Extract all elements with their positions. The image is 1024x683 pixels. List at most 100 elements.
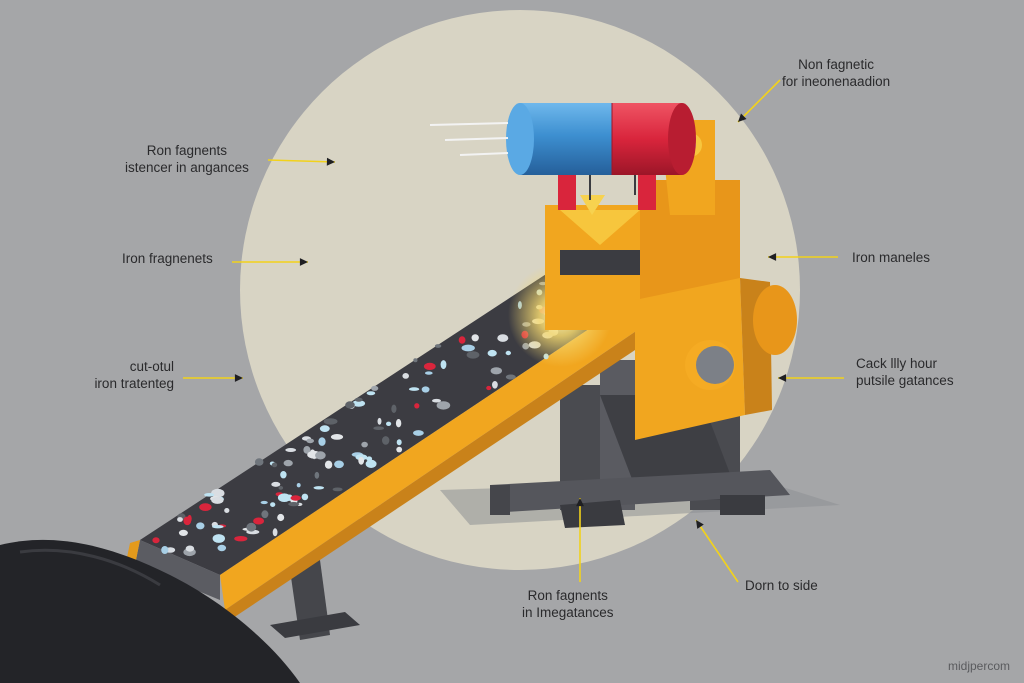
- material-particle: [486, 385, 492, 391]
- material-particle: [196, 522, 205, 530]
- material-particle: [505, 374, 516, 380]
- material-particle: [296, 483, 301, 488]
- material-particle: [396, 446, 403, 453]
- material-particle: [396, 439, 402, 446]
- material-particle: [313, 486, 325, 490]
- material-particle: [315, 451, 326, 460]
- annotation-arrow: [737, 79, 781, 123]
- label-line: in Imegatances: [522, 605, 614, 620]
- machine-frame: [490, 360, 790, 528]
- material-particle: [434, 344, 442, 348]
- material-particle: [365, 459, 377, 468]
- arrow-head: [696, 520, 704, 529]
- material-particle: [324, 460, 333, 469]
- coal-heap: [0, 539, 300, 683]
- motion-line: [429, 122, 509, 126]
- coal-heap-highlight: [19, 548, 161, 587]
- material-particle: [436, 401, 451, 410]
- material-particle: [461, 344, 475, 352]
- material-particle: [204, 493, 215, 497]
- label-line: Cack llly hour: [856, 356, 938, 371]
- label-cut-otul: cut-otul iron tratenteg: [74, 358, 174, 392]
- label-line: Dorn to side: [745, 578, 818, 593]
- material-particle: [440, 360, 447, 370]
- material-particle: [458, 336, 466, 344]
- material-particle: [212, 534, 225, 543]
- label-line: for ineonenaadion: [782, 74, 891, 89]
- material-particle: [271, 481, 281, 487]
- side-plate: [635, 278, 797, 440]
- material-particle: [277, 493, 291, 503]
- material-particle: [395, 419, 402, 428]
- material-particle: [466, 351, 480, 359]
- arrow-head: [778, 374, 787, 382]
- material-particle: [253, 517, 265, 525]
- material-particle: [234, 536, 248, 542]
- material-particle: [271, 462, 278, 468]
- material-particle: [487, 349, 497, 357]
- label-line: iron tratenteg: [94, 376, 174, 391]
- material-particle: [177, 517, 183, 522]
- material-particle: [332, 487, 343, 492]
- material-particle: [217, 544, 227, 552]
- material-particle: [288, 502, 300, 507]
- material-particle: [492, 381, 498, 389]
- motion-line: [459, 152, 509, 156]
- annotation-arrow: [267, 159, 336, 163]
- label-line: istencer in angances: [125, 160, 249, 175]
- arrow-head: [738, 113, 747, 122]
- material-particle: [261, 510, 269, 519]
- label-iron-fragments-bottom: Ron fagnents in Imegatances: [522, 587, 614, 621]
- label-line: Ron fagnents: [527, 588, 608, 603]
- material-particle: [301, 493, 309, 501]
- material-particle: [246, 522, 257, 532]
- material-particle: [382, 436, 390, 445]
- motion-line: [444, 137, 509, 141]
- material-particle: [318, 437, 326, 446]
- material-particle: [371, 385, 379, 391]
- conveyor-belt: [125, 265, 650, 620]
- arrow-head: [768, 253, 777, 261]
- material-particle: [303, 446, 311, 454]
- label-line: Ron fagnents: [146, 143, 228, 158]
- material-particle: [373, 426, 385, 431]
- material-particle: [408, 387, 420, 391]
- material-particle: [272, 528, 278, 537]
- material-particle: [187, 514, 192, 523]
- material-particle: [366, 391, 376, 396]
- material-particle: [490, 367, 502, 375]
- material-particle: [319, 425, 330, 432]
- material-particle: [432, 398, 441, 403]
- material-particle: [285, 448, 297, 452]
- material-particle: [505, 350, 511, 356]
- material-particle: [345, 401, 355, 409]
- magnetic-drum: [429, 103, 696, 200]
- label-iron-fragments-mid: Iron fragnenets: [122, 250, 213, 267]
- label-line: cut-otul: [129, 359, 174, 374]
- material-particle: [152, 537, 160, 544]
- material-particle: [199, 503, 212, 511]
- material-particle: [402, 373, 410, 379]
- label-line: Non fagnetic: [798, 57, 874, 72]
- material-particle: [497, 334, 509, 342]
- label-line: Iron maneles: [852, 250, 931, 265]
- material-particle: [277, 513, 285, 522]
- label-iron-fragments-top: Ron fagnents istencer in angances: [125, 142, 249, 176]
- arrow-head: [576, 498, 584, 507]
- material-particle: [290, 495, 301, 501]
- material-particle: [471, 334, 479, 342]
- material-particle: [280, 471, 287, 479]
- belt-material-particles: [152, 263, 624, 557]
- label-dorn-side: Dorn to side: [745, 577, 818, 594]
- material-particle: [423, 362, 436, 370]
- material-particle: [391, 404, 397, 413]
- label-line: Iron fragnenets: [122, 251, 213, 266]
- material-particle: [178, 529, 188, 537]
- annotation-arrow: [695, 519, 739, 583]
- watermark: midjpercom: [947, 659, 1010, 673]
- material-particle: [413, 358, 418, 363]
- arrow-head: [299, 258, 308, 266]
- material-particle: [361, 441, 368, 448]
- material-particle: [425, 371, 433, 375]
